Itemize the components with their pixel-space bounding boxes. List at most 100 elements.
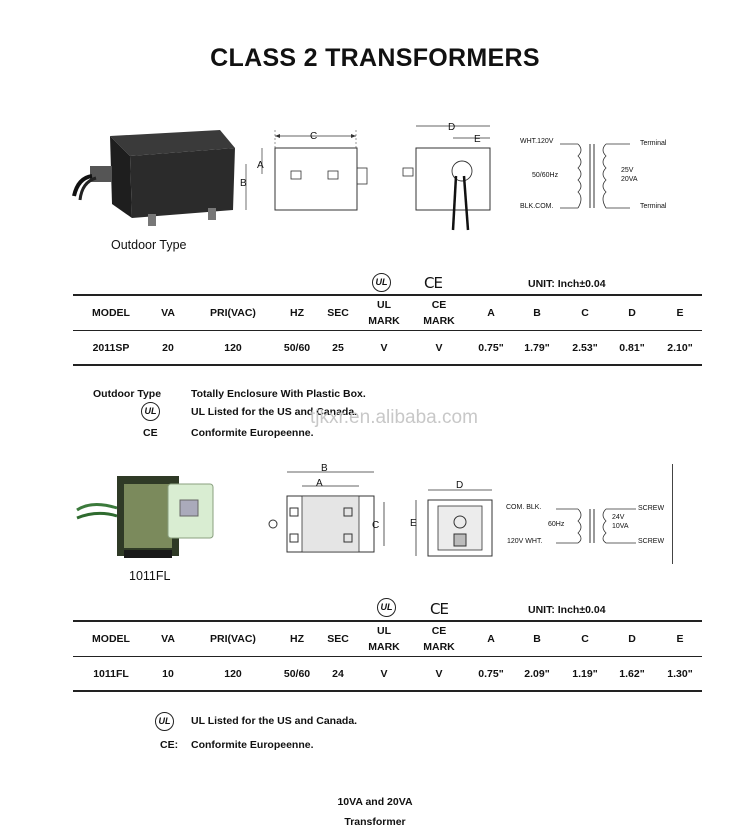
dim2-e-label: E xyxy=(410,518,417,529)
schem1-sec-bot: Terminal xyxy=(640,203,667,210)
table-cell-11: 1.30" xyxy=(667,668,693,680)
schem2-sec-mid2: 10VA xyxy=(612,523,629,530)
table-cell-1: 20 xyxy=(162,342,174,354)
table-header-7: A xyxy=(487,307,495,319)
table-cell-9: 2.53" xyxy=(572,342,598,354)
outdoor-transformer-photo xyxy=(72,130,235,226)
dim-a-label: A xyxy=(257,160,264,171)
ul-mark-icon: UL xyxy=(141,402,160,421)
table-header-4: SEC xyxy=(327,633,349,645)
dim2-b-label: B xyxy=(321,463,328,474)
table-cell-4: 24 xyxy=(332,668,344,680)
table-header-2: PRI(VAC) xyxy=(210,307,256,319)
ul-mark-icon: UL xyxy=(377,598,396,617)
schem2-pri-mid: 60Hz xyxy=(548,521,565,528)
dim2-d-label: D xyxy=(456,480,464,491)
table-header-1: VA xyxy=(161,633,175,645)
table-cell-9: 1.19" xyxy=(572,668,598,680)
schem2-sec-bot: SCREW xyxy=(638,538,665,545)
table-cell-11: 2.10" xyxy=(667,342,693,354)
schem2-pri-top: COM. BLK. xyxy=(506,504,542,511)
unit-label-1: UNIT: Inch±0.04 xyxy=(528,278,606,290)
schem2-sec-top: SCREW xyxy=(638,505,665,512)
table2-bottom-rule xyxy=(73,690,702,692)
note2-text-ul: UL Listed for the US and Canada. xyxy=(191,715,358,727)
ul-mark-icon: UL xyxy=(372,273,391,292)
table-header-8: B xyxy=(533,307,541,319)
table-header-1: VA xyxy=(161,307,175,319)
table-cell-10: 1.62" xyxy=(619,668,645,680)
dim2-c-label: C xyxy=(372,520,380,531)
table-header-3: HZ xyxy=(290,633,304,645)
note1-label-outdoor: Outdoor Type xyxy=(93,388,162,400)
table-cell-10: 0.81" xyxy=(619,342,645,354)
dim-b-label: B xyxy=(240,178,247,189)
table2-top-rule xyxy=(73,620,702,622)
table-cell-4: 25 xyxy=(332,342,344,354)
schem1-sec-mid1: 25V xyxy=(621,167,634,174)
front-view-drawing-2 xyxy=(415,489,493,557)
table-cell-6: V xyxy=(435,668,443,680)
table-header-11: E xyxy=(676,307,684,319)
front-view-drawing xyxy=(402,125,491,231)
dim2-a-label: A xyxy=(316,478,323,489)
table-cell-7: 0.75" xyxy=(478,342,504,354)
table1-mid-rule xyxy=(73,330,702,331)
note2-text-ce: Conformite Europeenne. xyxy=(191,739,314,751)
1011fl-transformer-photo xyxy=(76,476,214,558)
table-header-9: C xyxy=(581,307,589,319)
1011fl-caption: 1011FL xyxy=(129,569,171,583)
schem2-pri-bot: 120V WHT. xyxy=(507,538,543,545)
schem1-sec-mid2: 20VA xyxy=(621,176,638,183)
table1-top-rule xyxy=(73,294,702,296)
ul-mark-icon: UL xyxy=(155,712,174,731)
note1-text-ce: Conformite Europeenne. xyxy=(191,427,314,439)
note1-label-ce: CE xyxy=(143,427,158,439)
table-cell-3: 50/60 xyxy=(283,668,311,680)
wiring-schematic-1 xyxy=(560,143,630,209)
table-header-8: B xyxy=(533,633,541,645)
side-view-drawing xyxy=(245,130,368,211)
table-header-7: A xyxy=(487,633,495,645)
table-cell-8: 2.09" xyxy=(524,668,550,680)
schem1-pri-bot: BLK.COM. xyxy=(520,203,554,210)
table-cell-0: 1011FL xyxy=(93,668,129,680)
dim-d-label: D xyxy=(448,122,456,133)
table-header-0: MODEL xyxy=(92,307,130,319)
ce-mark-icon: CE xyxy=(424,274,443,292)
table-cell-0: 2011SP xyxy=(92,342,130,354)
footer-line-1: 10VA and 20VA xyxy=(337,796,413,808)
table-header-4: SEC xyxy=(327,307,349,319)
table-header-3: HZ xyxy=(290,307,304,319)
table-header-0: MODEL xyxy=(92,633,130,645)
dim-c-label: C xyxy=(310,131,318,142)
table-cell-1: 10 xyxy=(162,668,174,680)
note1-text-ul: UL Listed for the US and Canada. xyxy=(191,406,358,418)
table-header-2: PRI(VAC) xyxy=(210,633,256,645)
table-cell-6: V xyxy=(435,342,443,354)
top-view-drawing-2 xyxy=(268,471,385,553)
footer-line-2: Transformer xyxy=(344,816,406,828)
wiring-schematic-2 xyxy=(556,508,636,544)
schem1-pri-mid: 50/60Hz xyxy=(532,172,559,179)
table-cell-5: V xyxy=(380,668,388,680)
note2-label-ce: CE: xyxy=(160,739,179,751)
table-cell-5: V xyxy=(380,342,388,354)
ce-mark-icon: CE xyxy=(430,600,449,618)
schem2-sec-mid1: 24V xyxy=(612,514,625,521)
watermark-text: tjkxr.en.alibaba.com xyxy=(310,407,478,428)
divider-line xyxy=(672,464,673,564)
schem1-sec-top: Terminal xyxy=(640,140,667,147)
table-header-10: D xyxy=(628,307,636,319)
page-title: CLASS 2 TRANSFORMERS xyxy=(210,44,540,72)
table2-mid-rule xyxy=(73,656,702,657)
table-cell-2: 120 xyxy=(224,342,242,354)
outdoor-type-caption: Outdoor Type xyxy=(111,238,187,252)
table-header-9: C xyxy=(581,633,589,645)
note1-text-outdoor: Totally Enclosure With Plastic Box. xyxy=(191,388,366,400)
schem1-pri-top: WHT.120V xyxy=(520,138,554,145)
